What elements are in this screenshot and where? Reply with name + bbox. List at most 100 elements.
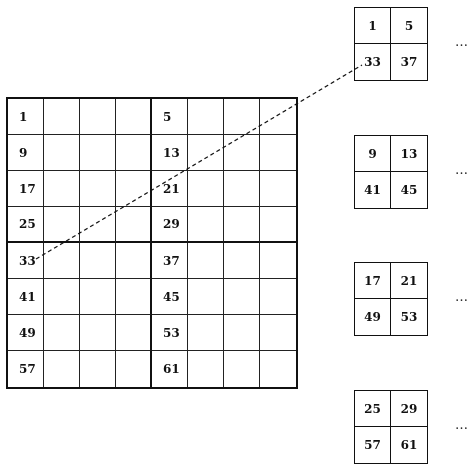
grid-cell	[224, 279, 260, 315]
grid-cell: 25	[8, 207, 44, 243]
grid-cell	[188, 99, 224, 135]
grid-cell	[80, 279, 116, 315]
grid-cell: 37	[152, 243, 188, 279]
grid-cell-label: 49	[19, 325, 36, 340]
grid-cell	[224, 315, 260, 351]
grid-cell-label: 13	[163, 145, 180, 160]
block-cell: 49	[355, 299, 391, 335]
block-cell: 57	[355, 427, 391, 463]
grid-cell	[44, 171, 80, 207]
grid-cell	[260, 279, 296, 315]
grid-cell-label: 57	[19, 362, 36, 376]
grid-cell	[260, 171, 296, 207]
grid-cell	[224, 207, 260, 243]
block-cell: 13	[391, 136, 427, 172]
grid-cell	[80, 351, 116, 387]
grid-cell	[188, 279, 224, 315]
grid-cell	[224, 351, 260, 387]
grid-cell: 49	[8, 315, 44, 351]
grid-cell	[260, 351, 296, 387]
grid-cell-label: 45	[163, 289, 180, 304]
grid-cell-label: 9	[19, 145, 28, 160]
grid-cell: 29	[152, 207, 188, 243]
grid-cell	[44, 315, 80, 351]
grid-cell: 13	[152, 135, 188, 171]
grid-cell	[188, 351, 224, 387]
grid-cell: 5	[152, 99, 188, 135]
block-cell: 25	[355, 391, 391, 427]
grid-cell	[116, 99, 152, 135]
grid-cell-label: 5	[163, 109, 172, 124]
block-cell: 17	[355, 263, 391, 299]
ellipsis-mark: …	[455, 163, 469, 178]
grid-cell	[80, 99, 116, 135]
grid-cell	[80, 315, 116, 351]
grid-cell	[44, 243, 80, 279]
grid-cell	[188, 243, 224, 279]
grid-cell	[44, 279, 80, 315]
grid-cell	[224, 243, 260, 279]
grid-cell	[80, 135, 116, 171]
grid-cell: 33	[8, 243, 44, 279]
block-cell: 1	[355, 8, 391, 44]
grid-cell	[260, 99, 296, 135]
grid-cell	[116, 207, 152, 243]
grid-cell-label: 53	[163, 325, 180, 340]
grid-cell	[224, 135, 260, 171]
grid-cell	[80, 243, 116, 279]
grid-cell-label: 29	[163, 217, 180, 231]
grid-cell: 41	[8, 279, 44, 315]
grid-cell	[260, 207, 296, 243]
block-cell: 21	[391, 263, 427, 299]
block-cell: 37	[400, 55, 418, 69]
block-cell: 41	[355, 172, 391, 208]
grid-cell-label: 41	[19, 289, 36, 304]
grid-cell	[116, 279, 152, 315]
grid-cell: 17	[8, 171, 44, 207]
grid-cell	[116, 351, 152, 387]
grid-cell-label: 25	[19, 217, 36, 231]
grid-cell	[224, 99, 260, 135]
grid-cell: 21	[152, 171, 188, 207]
grid-cell	[116, 315, 152, 351]
grid-cell	[116, 243, 152, 279]
grid-cell	[260, 243, 296, 279]
grid-cell	[260, 315, 296, 351]
grid-cell-label: 21	[163, 181, 180, 196]
grid-cell	[80, 171, 116, 207]
grid-cell	[116, 135, 152, 171]
grid-cell: 53	[152, 315, 188, 351]
block-cell: 9	[355, 136, 391, 172]
grid-cell	[44, 351, 80, 387]
block-cell: 5	[391, 8, 427, 44]
ellipsis-mark: …	[455, 35, 469, 50]
grid-cell	[188, 315, 224, 351]
grid-cell	[188, 135, 224, 171]
block-cell: 45	[400, 183, 418, 197]
grid-cell	[116, 171, 152, 207]
grid-cell	[80, 207, 116, 243]
main-grid: 1 5 9 13 17 21 25 29 33 37 41 45 49 53 57 61	[6, 97, 298, 389]
ellipsis-mark: …	[455, 290, 469, 305]
grid-cell	[44, 99, 80, 135]
grid-cell	[44, 135, 80, 171]
grid-cell-label: 1	[19, 109, 28, 124]
block-cell: 33	[355, 44, 391, 80]
grid-cell-label: 37	[163, 253, 180, 268]
grid-cell: 9	[8, 135, 44, 171]
grid-cell-label: 17	[19, 181, 36, 196]
grid-cell	[188, 207, 224, 243]
grid-cell	[224, 171, 260, 207]
block-cell: 61	[400, 438, 418, 452]
grid-cell: 61	[152, 351, 188, 387]
grid-cell: 45	[152, 279, 188, 315]
block-cell: 53	[400, 310, 418, 324]
grid-cell	[44, 207, 80, 243]
ellipsis-mark: …	[455, 418, 469, 433]
grid-cell	[188, 171, 224, 207]
